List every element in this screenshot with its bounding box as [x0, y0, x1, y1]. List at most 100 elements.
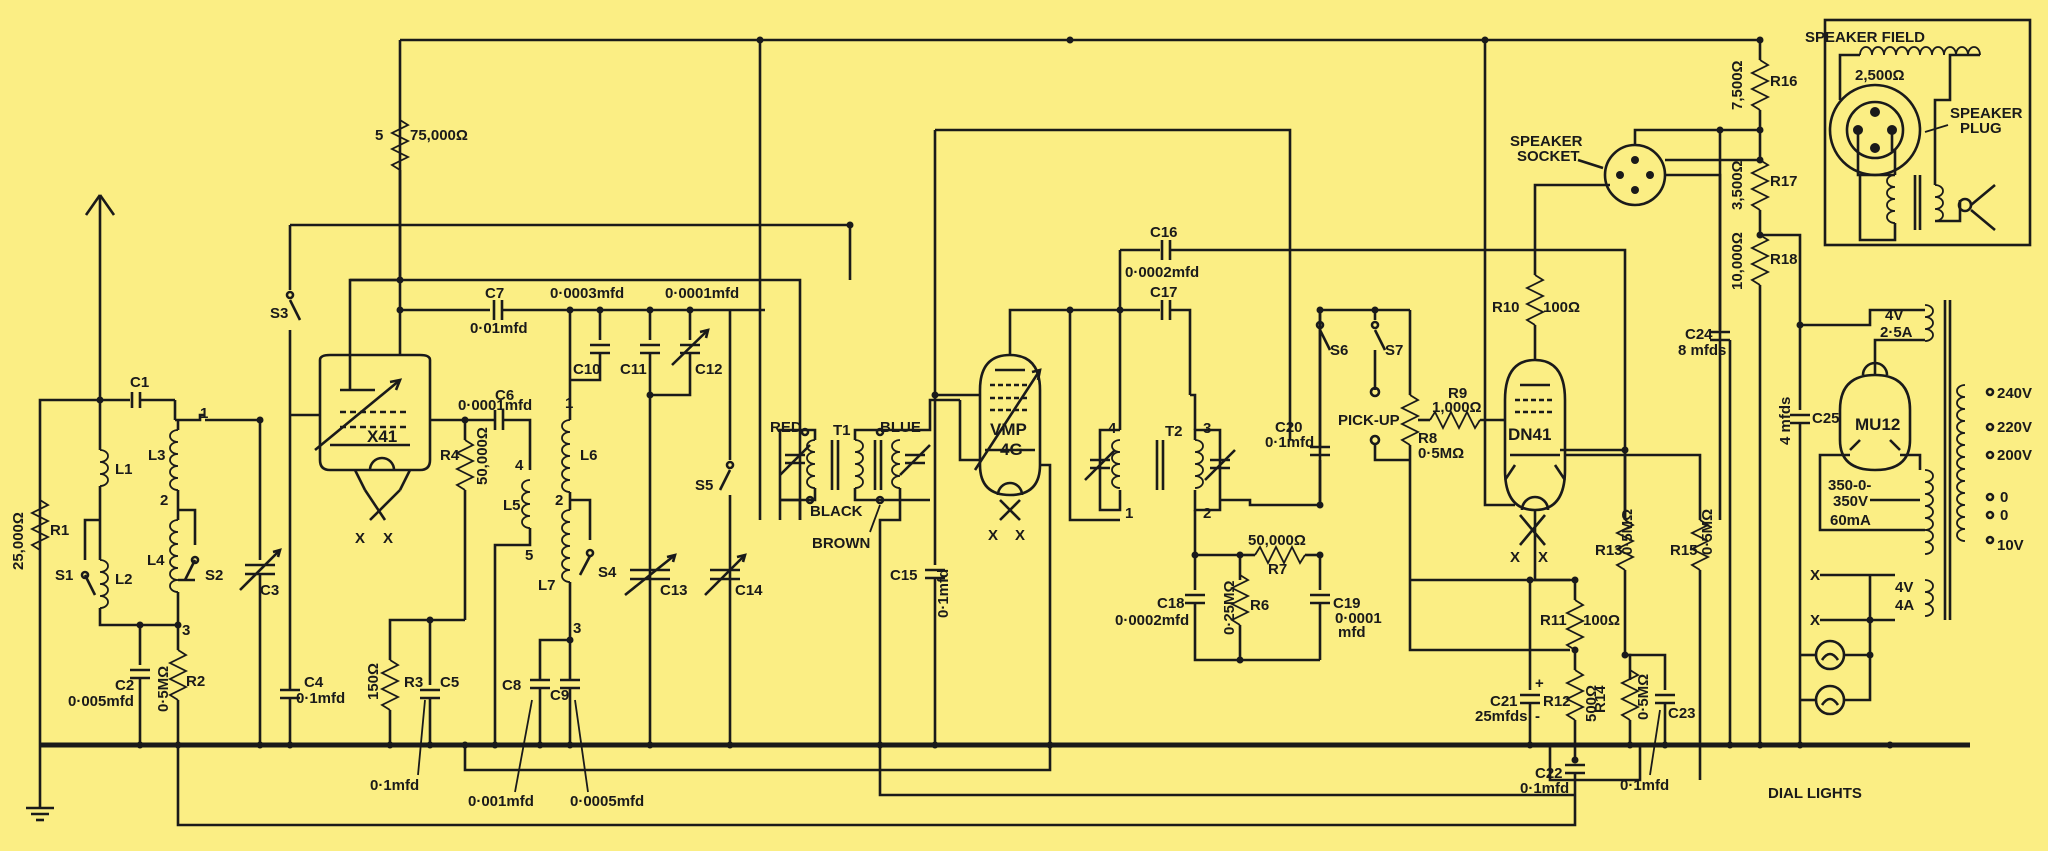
r13-label: R13	[1595, 542, 1623, 559]
hv-label-1: 350-0-	[1828, 477, 1871, 494]
s6-label: S6	[1330, 342, 1348, 359]
t2-node-2: 2	[1203, 505, 1211, 522]
s2-label: S2	[205, 567, 223, 584]
switch-s5	[718, 460, 735, 491]
resistor-r12	[1564, 669, 1586, 721]
c17-label: C17	[1150, 284, 1178, 301]
r13-value: 0·5MΩ	[1619, 509, 1636, 555]
c25-value: 4 mfds	[1777, 397, 1794, 445]
vmp-4g-label: 4G	[1000, 440, 1023, 459]
tap-200v: 200V	[1997, 447, 2032, 464]
s3-label: S3	[270, 305, 288, 322]
resistor-r15	[1689, 519, 1711, 571]
speaker-field-label: SPEAKER FIELD	[1805, 29, 1925, 46]
c2-value: 0·005mfd	[68, 693, 134, 710]
antenna-icon	[84, 194, 116, 400]
l3-label: L3	[148, 447, 166, 464]
electrolytic-capacitor-c21	[1520, 693, 1540, 705]
dn41-heater-x1: X	[1510, 549, 1520, 566]
potentiometer-r8	[1399, 394, 1421, 446]
x41-heater-x2: X	[383, 530, 393, 547]
l6-label: L6	[580, 447, 598, 464]
c16-value: 0·0002mfd	[1125, 264, 1199, 281]
l4-label: L4	[147, 552, 165, 569]
c5-value: 0·1mfd	[370, 777, 419, 794]
c19-value-1: 0·0001	[1335, 610, 1382, 627]
mu12-label: MU12	[1855, 415, 1900, 434]
vmp-label: VMP	[990, 420, 1027, 439]
r9-label: R9	[1448, 385, 1467, 402]
resistor-r4	[454, 439, 476, 491]
speaker-field-coil-icon	[1859, 46, 1981, 56]
r12-label: R12	[1543, 693, 1571, 710]
heater-25a-label: 2·5A	[1880, 324, 1913, 341]
c21-value: 25mfds	[1475, 708, 1528, 725]
r16-value: 7,500Ω	[1729, 60, 1746, 110]
c12-value: 0·0001mfd	[665, 285, 739, 302]
r1-value: 25,000Ω	[10, 512, 27, 570]
c5-label: C5	[440, 674, 459, 691]
ground-symbol-icon	[26, 745, 54, 822]
vmp-heater-x2: X	[1015, 527, 1025, 544]
c10-value: 0·0003mfd	[550, 285, 624, 302]
x41-heater-x1: X	[355, 530, 365, 547]
r4-label: R4	[440, 447, 460, 464]
r11-value: 100Ω	[1583, 612, 1620, 629]
r7-value: 50,000Ω	[1248, 532, 1306, 549]
ht-rail	[398, 38, 1760, 120]
dn41-label: DN41	[1508, 425, 1551, 444]
l1-label: L1	[115, 461, 133, 478]
resistor-r13	[1614, 519, 1636, 571]
c2-label: C2	[115, 677, 134, 694]
x41-label: X41	[367, 427, 397, 446]
r2-value: 0·5MΩ	[155, 666, 172, 712]
tap-0b: 0	[2000, 507, 2008, 524]
resistor-r14	[1619, 669, 1641, 721]
r16-label: R16	[1770, 73, 1798, 90]
transformer-t2	[1111, 439, 1204, 490]
r6-label: R6	[1250, 597, 1269, 614]
capacitor-c1	[130, 392, 177, 420]
coil-l2	[99, 559, 109, 609]
tube-x41	[314, 353, 432, 491]
tube-dn41	[1503, 358, 1567, 512]
loudspeaker-icon	[1957, 184, 1996, 231]
t1-red-label: RED	[770, 419, 802, 436]
resistor-r2	[167, 649, 189, 701]
c8-value: 0·001mfd	[468, 793, 534, 810]
node-2: 2	[160, 492, 168, 509]
c15-label: C15	[890, 567, 918, 584]
capacitor-c22	[1565, 763, 1585, 775]
dn41-heater-x2: X	[1538, 549, 1548, 566]
t2-node-3: 3	[1203, 420, 1211, 437]
capacitor-c5	[420, 688, 440, 700]
speaker-plug-label-2: PLUG	[1960, 120, 2002, 137]
t1-black-label: BLACK	[810, 503, 863, 520]
s7-label: S7	[1385, 342, 1403, 359]
c19-value-2: mfd	[1338, 624, 1366, 641]
bottom-return-wires	[176, 745, 1642, 827]
r8-value: 0·5MΩ	[1418, 445, 1464, 462]
resistor-r18	[1749, 234, 1771, 286]
node-2b: 2	[555, 492, 563, 509]
c13-label: C13	[660, 582, 688, 599]
c19-label: C19	[1333, 595, 1361, 612]
c25-label: C25	[1812, 410, 1840, 427]
resistor-r1	[29, 499, 51, 551]
junction-dots	[96, 36, 1894, 764]
c23-value: 0·1mfd	[1620, 777, 1669, 794]
resistor-r5	[389, 119, 411, 171]
c10-label: C10	[573, 361, 601, 378]
t1-blue-label: BLUE	[880, 419, 921, 436]
speaker-field-value: 2,500Ω	[1855, 67, 1905, 84]
c24-value: 8 mfds	[1678, 342, 1726, 359]
c6-label: C6	[495, 387, 514, 404]
c9-label: C9	[550, 687, 569, 704]
resistor-r9	[1429, 409, 1481, 431]
pickup-label: PICK-UP	[1338, 412, 1400, 429]
hv-label-3: 60mA	[1830, 512, 1871, 529]
c4-label: C4	[304, 674, 324, 691]
r15-value: 0·5MΩ	[1699, 509, 1716, 555]
r17-value: 3,500Ω	[1729, 160, 1746, 210]
c21-minus: -	[1535, 708, 1540, 725]
